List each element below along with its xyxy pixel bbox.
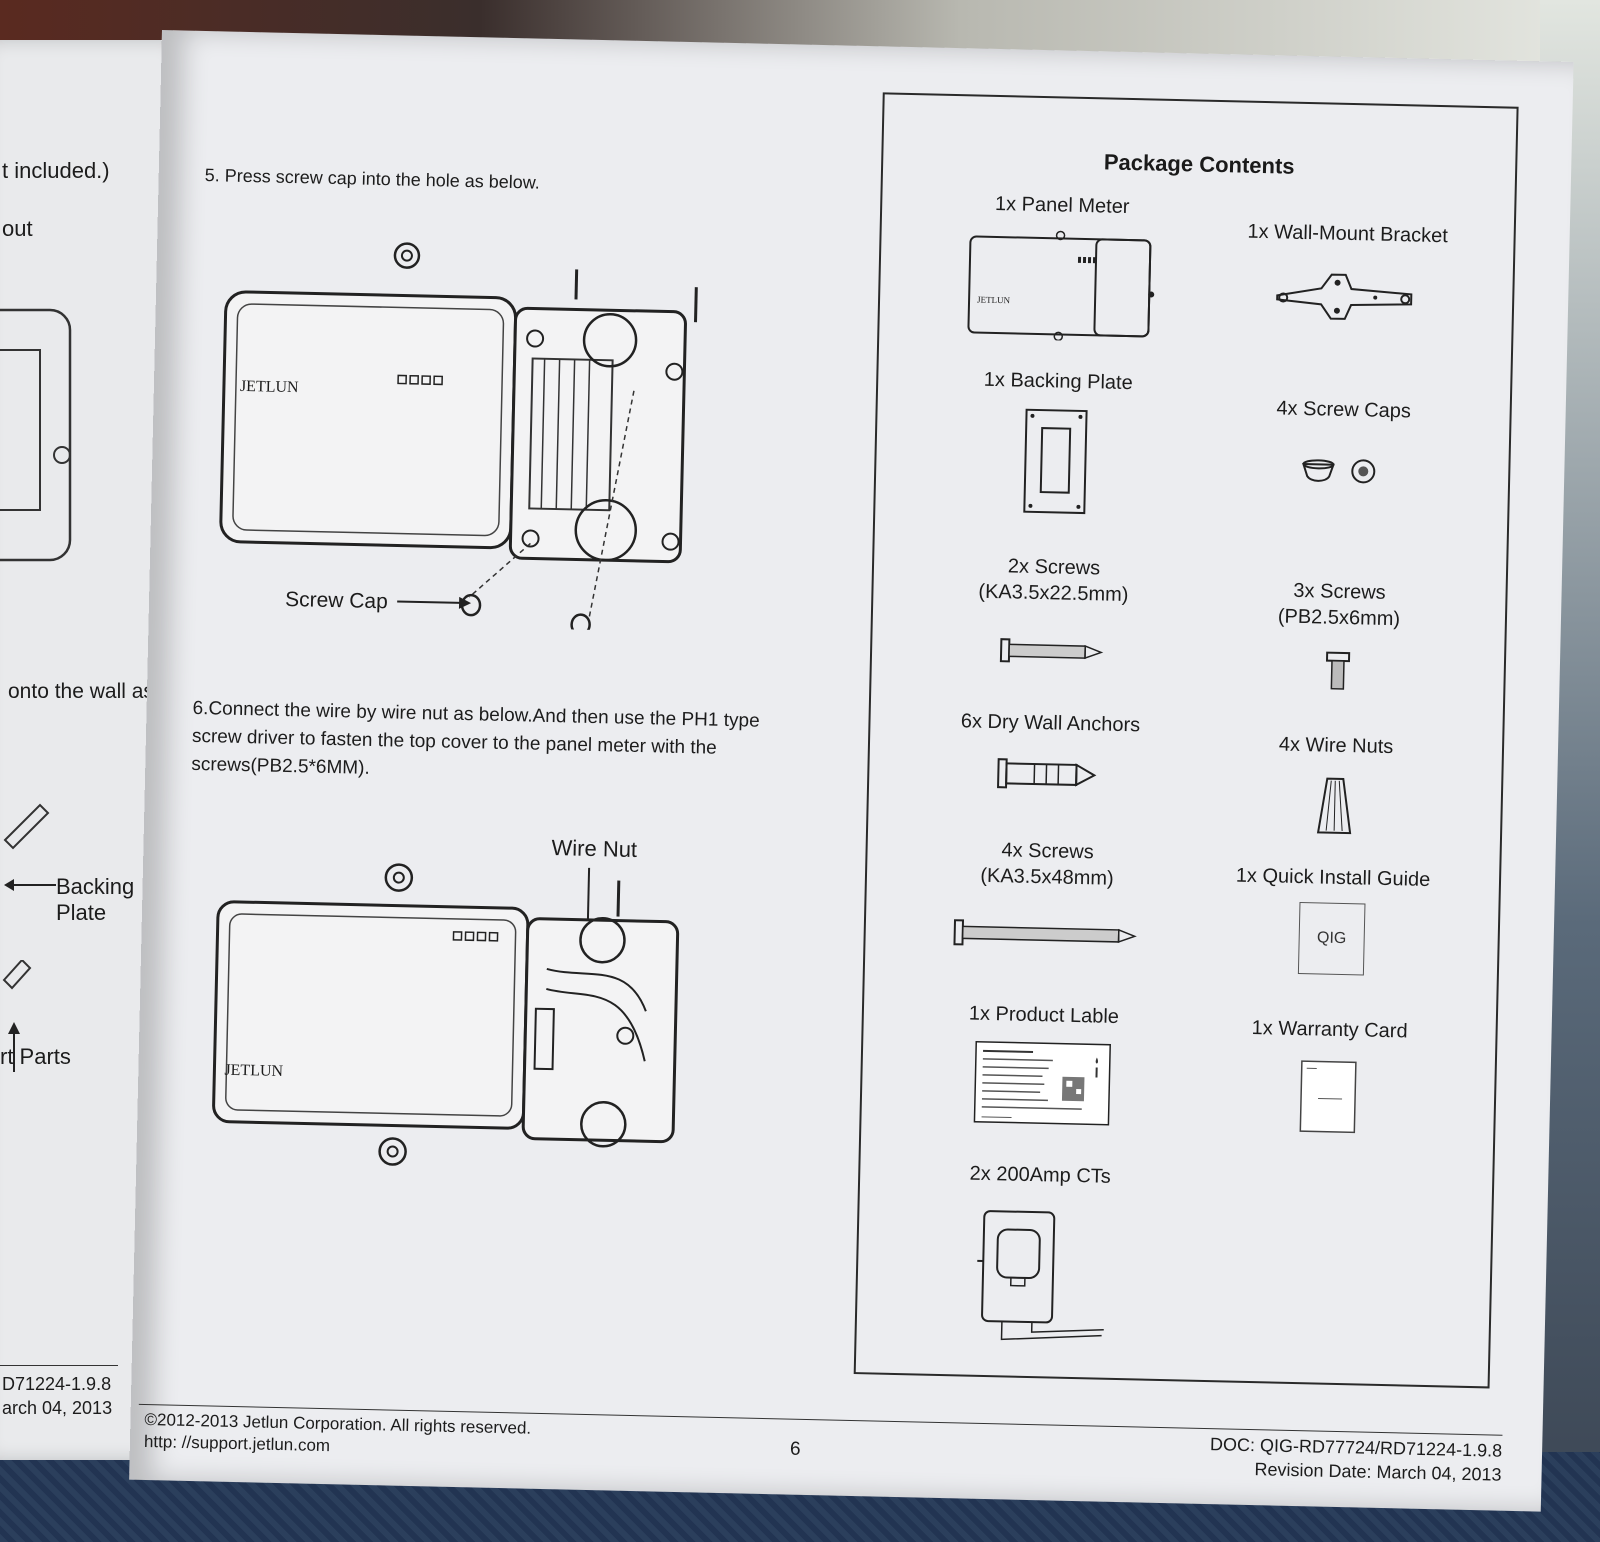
item-warranty-card: 1x Warranty Card bbox=[1177, 1013, 1480, 1138]
screw-long-icon bbox=[953, 919, 1137, 946]
left-page-text-wall: onto the wall as bbox=[8, 680, 154, 703]
step-6-brand-logo: JETLUN bbox=[224, 1061, 284, 1081]
item-sub: (KA3.5x48mm) bbox=[980, 864, 1114, 890]
panel-meter-icon: JETLUN bbox=[967, 230, 1155, 342]
right-page: 5. Press screw cap into the hole as belo… bbox=[129, 30, 1574, 1512]
screw-caps-icon bbox=[1302, 459, 1376, 484]
item-name: 4x Screw Caps bbox=[1276, 397, 1412, 423]
left-footer-doc: D71224-1.9.8 bbox=[2, 1374, 112, 1394]
step-6-text: 6.Connect the wire by wire nut as below.… bbox=[191, 697, 760, 779]
item-name: 4x Wire Nuts bbox=[1278, 733, 1394, 759]
package-contents-title: Package Contents bbox=[1103, 149, 1295, 179]
item-dry-wall-anchors: 6x Dry Wall Anchors bbox=[899, 707, 1201, 798]
step-6-illustration bbox=[212, 863, 680, 1166]
left-footer-date: arch 04, 2013 bbox=[2, 1398, 113, 1418]
item-name: 1x Quick Install Guide bbox=[1235, 864, 1431, 891]
item-name: 1x Panel Meter bbox=[994, 192, 1130, 218]
left-label-plate: Plate bbox=[56, 900, 107, 925]
item-name: 1x Warranty Card bbox=[1251, 1016, 1408, 1043]
item-name: 1x Product Lable bbox=[968, 1002, 1120, 1028]
arrow-left-icon bbox=[4, 879, 56, 891]
left-label-parts: rt Parts bbox=[0, 1044, 71, 1069]
item-panel-meter: 1x Panel Meter JETLUN bbox=[909, 189, 1212, 344]
item-product-lable: 1x Product Lable bbox=[891, 999, 1194, 1130]
item-ct-200amp: 2x 200Amp CTs bbox=[886, 1159, 1190, 1356]
step-5-illustration bbox=[219, 242, 698, 634]
item-name: 2x 200Amp CTs bbox=[969, 1162, 1112, 1188]
item-screws-pb25-6: 3x Screws (PB2.5x6mm) bbox=[1187, 575, 1490, 698]
arrow-right-icon bbox=[397, 596, 472, 609]
left-page-text-included: t included.) bbox=[2, 158, 110, 183]
qig-booklet-icon: QIG bbox=[1297, 902, 1366, 976]
item-wire-nuts: 4x Wire Nuts bbox=[1184, 729, 1486, 848]
item-name: 1x Wall-Mount Bracket bbox=[1247, 220, 1449, 248]
left-footer-rule bbox=[0, 1365, 118, 1366]
dry-wall-anchor-icon bbox=[997, 758, 1097, 789]
arrow-up-icon bbox=[2, 960, 32, 1072]
item-backing-plate: 1x Backing Plate bbox=[905, 365, 1208, 520]
anchor-icon bbox=[3, 803, 50, 850]
product-label-icon bbox=[973, 1040, 1111, 1126]
left-page-illustration bbox=[0, 308, 72, 562]
item-screws-ka35-48: 4x Screws (KA3.5x48mm) bbox=[895, 835, 1198, 960]
screw-short-icon bbox=[999, 638, 1104, 663]
footer-url[interactable]: http: //support.jetlun.com bbox=[143, 1431, 331, 1456]
item-wall-mount-bracket: 1x Wall-Mount Bracket bbox=[1196, 218, 1498, 331]
step-5-brand-logo: JETLUN bbox=[239, 377, 299, 397]
item-name: 1x Backing Plate bbox=[983, 368, 1133, 395]
panel-meter-brand: JETLUN bbox=[977, 295, 1011, 306]
item-name: 6x Dry Wall Anchors bbox=[960, 710, 1141, 737]
item-screws-ka35-225: 2x Screws (KA3.5x22.5mm) bbox=[902, 551, 1205, 676]
step-5-text: 5. Press screw cap into the hole as belo… bbox=[204, 165, 541, 193]
package-contents-box: Package Contents 1x Panel Meter JETLUN 1… bbox=[853, 92, 1519, 1389]
footer-doc-id: DOC: QIG-RD77724/RD71224-1.9.8 bbox=[1209, 1434, 1503, 1461]
screw-cap-label: Screw Cap bbox=[284, 587, 389, 614]
item-quick-install-guide: 1x Quick Install Guide QIG bbox=[1181, 861, 1483, 978]
wire-nut-icon bbox=[1316, 777, 1352, 835]
screw-tiny-icon bbox=[1325, 651, 1351, 690]
item-sub: (KA3.5x22.5mm) bbox=[978, 580, 1129, 607]
footer-revision-date: Revision Date: March 04, 2013 bbox=[1254, 1459, 1502, 1485]
warranty-card-icon bbox=[1299, 1060, 1357, 1134]
item-sub: (PB2.5x6mm) bbox=[1277, 605, 1401, 631]
current-transformer-icon bbox=[977, 1210, 1104, 1341]
left-label-backing: Backing bbox=[56, 874, 135, 899]
page-number: 6 bbox=[789, 1438, 801, 1460]
wall-mount-bracket-icon bbox=[1276, 273, 1413, 320]
item-screw-caps: 4x Screw Caps bbox=[1192, 394, 1494, 501]
backing-plate-icon bbox=[1023, 408, 1088, 515]
left-page-text-out: out bbox=[2, 216, 33, 241]
